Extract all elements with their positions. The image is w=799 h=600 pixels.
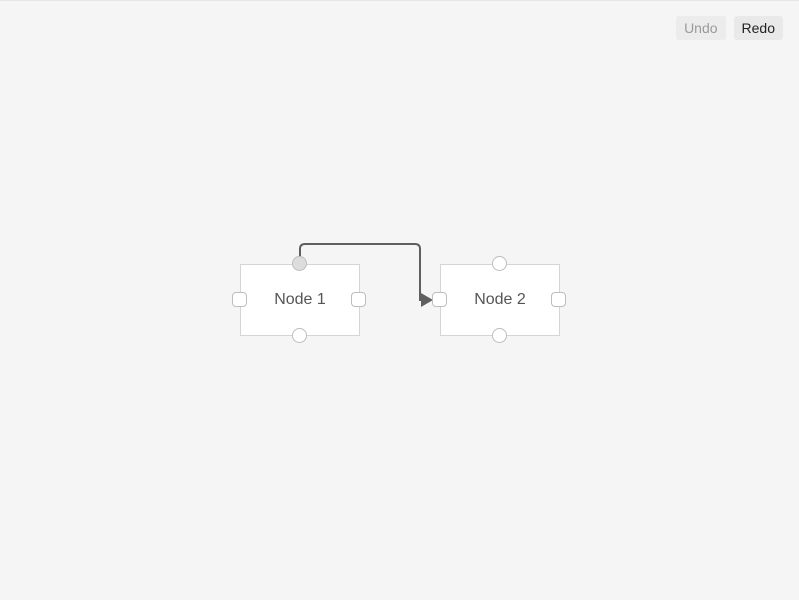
connector-edge[interactable] bbox=[299, 243, 424, 301]
node-2-top-port[interactable] bbox=[492, 256, 507, 271]
node-2-bottom-port[interactable] bbox=[492, 328, 507, 343]
node-label: Node 1 bbox=[274, 291, 326, 308]
node-2-right-port[interactable] bbox=[551, 292, 566, 307]
redo-button[interactable]: Redo bbox=[733, 16, 783, 40]
node-1-left-port[interactable] bbox=[232, 292, 247, 307]
top-divider bbox=[0, 0, 799, 1]
node-2-left-port[interactable] bbox=[432, 292, 447, 307]
node-1-top-port[interactable] bbox=[292, 256, 307, 271]
node-label: Node 2 bbox=[474, 291, 526, 308]
history-toolbar: Undo Redo bbox=[676, 16, 783, 40]
diagram-node[interactable]: Node 1 bbox=[240, 264, 360, 336]
undo-button[interactable]: Undo bbox=[676, 16, 726, 40]
arrowhead-icon bbox=[421, 293, 433, 307]
diagram-node[interactable]: Node 2 bbox=[440, 264, 560, 336]
node-1-bottom-port[interactable] bbox=[292, 328, 307, 343]
node-1-right-port[interactable] bbox=[351, 292, 366, 307]
